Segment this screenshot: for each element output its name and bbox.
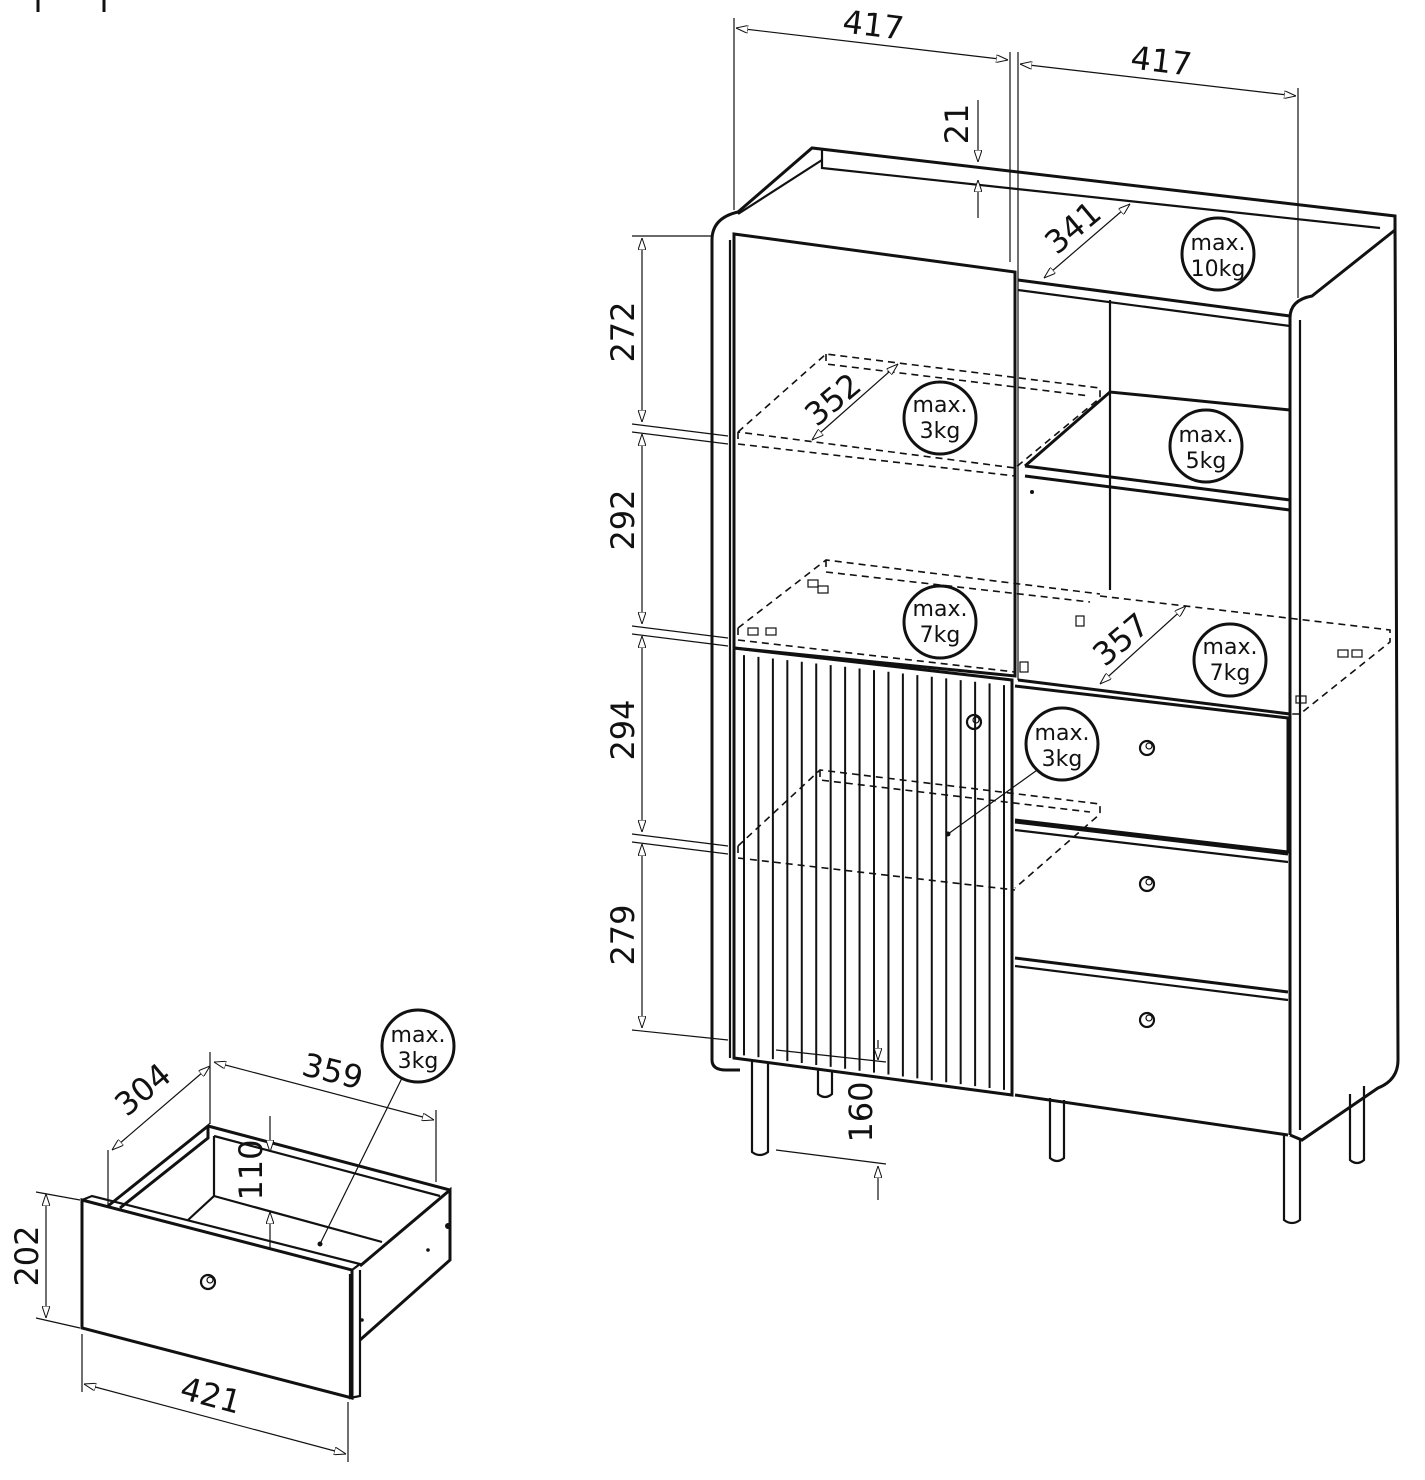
svg-text:max.: max. [913, 597, 968, 622]
svg-text:3kg: 3kg [920, 419, 961, 444]
dim-top-board: 21 [938, 104, 976, 145]
drawer-dimensions: 304 359 110 202 421 [8, 1046, 437, 1462]
svg-text:3kg: 3kg [398, 1049, 439, 1074]
dim-leg-height: 160 [842, 1081, 880, 1142]
dim-shelf-depth-left: 352 [797, 365, 868, 433]
dim-drawer-depth: 304 [107, 1055, 178, 1123]
dim-drawer-front-height: 202 [8, 1225, 46, 1286]
dim-height-1: 272 [604, 301, 642, 362]
dim-top-depth: 341 [1037, 193, 1108, 261]
svg-text:max.: max. [391, 1023, 446, 1048]
drawer-detail [80, 1073, 452, 1400]
shelf-pins [747, 579, 1363, 704]
corner-marks [36, 0, 106, 12]
load-tag-right-middle-shelf: max. 7kg [1192, 622, 1268, 698]
dim-shelf-depth-right: 357 [1085, 605, 1156, 673]
svg-text:10kg: 10kg [1191, 257, 1246, 282]
load-tag-drawer: max. 3kg [380, 1008, 456, 1084]
load-tag-left-middle-shelf: max. 7kg [902, 584, 978, 660]
dim-top-width-left: 417 [841, 3, 906, 48]
svg-text:max.: max. [913, 393, 968, 418]
dim-height-4: 279 [604, 904, 642, 965]
dim-drawer-inner-height: 110 [232, 1139, 270, 1200]
dim-top-width-right: 417 [1129, 39, 1194, 84]
load-tag-left-lower-shelf: max. 3kg [1024, 706, 1100, 782]
dim-drawer-inner-width: 359 [298, 1046, 366, 1098]
load-tag-top: max. 10kg [1180, 216, 1256, 292]
load-tag-left-upper-shelf: max. 3kg [902, 380, 978, 456]
svg-text:7kg: 7kg [920, 623, 961, 648]
dim-height-3: 294 [604, 699, 642, 760]
drawer-knobs [1138, 739, 1156, 1029]
ribbed-door-grooves [743, 655, 1005, 1090]
dim-drawer-front-width: 421 [176, 1369, 245, 1422]
svg-text:max.: max. [1179, 423, 1234, 448]
svg-text:3kg: 3kg [1042, 747, 1083, 772]
load-tag-right-upper-shelf: max. 5kg [1168, 408, 1244, 484]
svg-text:7kg: 7kg [1210, 661, 1251, 686]
svg-text:5kg: 5kg [1186, 449, 1227, 474]
svg-text:max.: max. [1035, 721, 1090, 746]
cabinet [710, 146, 1400, 1225]
svg-text:max.: max. [1191, 231, 1246, 256]
dim-height-2: 292 [604, 489, 642, 550]
cabinet-legs [750, 1060, 1366, 1225]
svg-text:max.: max. [1203, 635, 1258, 660]
